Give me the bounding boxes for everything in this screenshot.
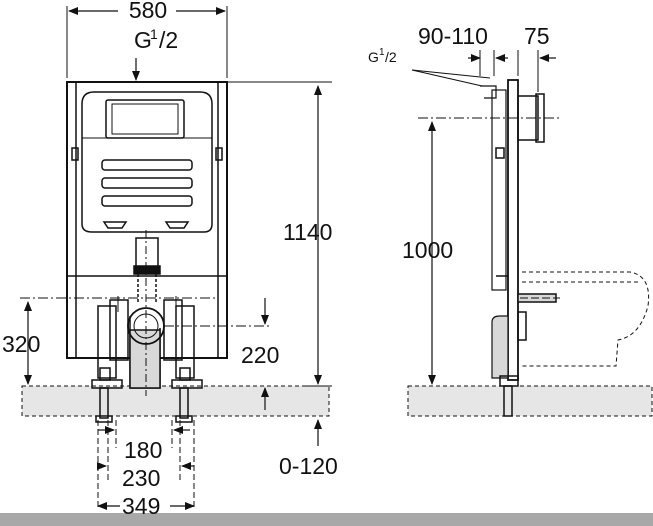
bolt-spacing-mid-label: 230 [122, 465, 160, 491]
front-view [66, 81, 228, 423]
floor-band-front [21, 385, 330, 417]
side-thread-main: G [368, 49, 379, 65]
floor-band-side [407, 385, 653, 417]
side-dimension-lines [411, 54, 556, 385]
downpipe [135, 237, 159, 269]
front-dimension-lines [24, 7, 322, 510]
flange-label: 75 [524, 23, 550, 49]
side-thread-tail: /2 [385, 49, 397, 65]
side-frame [507, 79, 519, 381]
depth-label: 90-110 [418, 23, 488, 49]
side-thread-label: G 1 /2 [368, 47, 397, 65]
bottom-band [0, 513, 653, 526]
cistern-tank [81, 91, 213, 233]
front-thread-main: G [134, 27, 152, 53]
height-label: 1140 [283, 219, 332, 245]
floor-adjust-label: 0-120 [279, 453, 338, 479]
front-thread-sup: 1 [150, 26, 158, 42]
foot-width-label: 349 [122, 493, 160, 519]
width-label: 580 [129, 0, 167, 23]
front-thread-label: G 1 /2 [134, 26, 178, 53]
outlet-height-label: 320 [2, 331, 40, 357]
flush-height-label: 1000 [402, 237, 453, 263]
bolt-spacing-inner-label: 180 [124, 437, 162, 463]
side-view [480, 79, 650, 417]
side-drain-pipe [491, 315, 509, 379]
side-thread-sup: 1 [379, 47, 385, 58]
frame-outline [66, 81, 228, 359]
flush-plate-opening [105, 99, 185, 139]
front-thread-tail: /2 [159, 27, 178, 53]
drain-offset-label: 220 [241, 342, 279, 368]
toilet-bowl [522, 271, 650, 367]
